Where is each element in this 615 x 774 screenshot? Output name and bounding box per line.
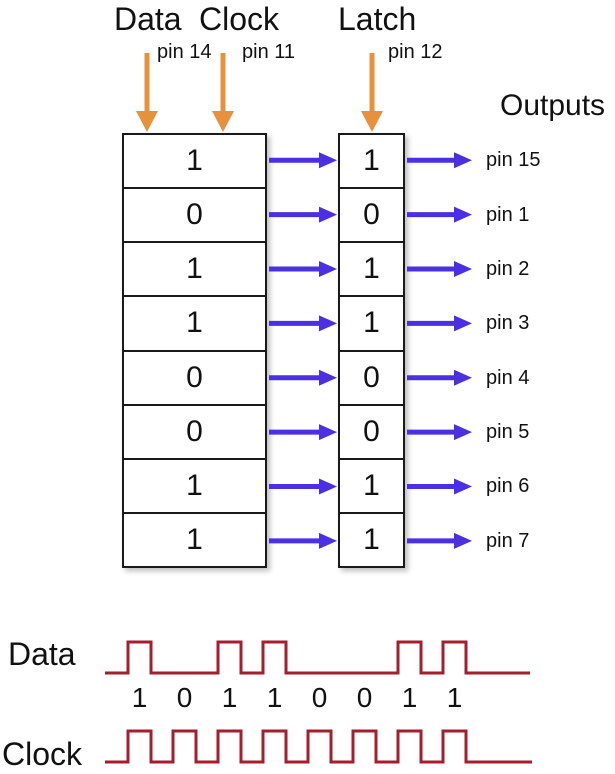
latch-to-output-arrow-head — [454, 532, 472, 549]
shift-to-latch-arrow-head — [319, 424, 337, 441]
clock-input-arrow-head — [212, 111, 234, 132]
bit-label: 0 — [176, 682, 193, 713]
shift-register-cell: 1 — [124, 459, 265, 514]
latch-to-output-arrow-head — [454, 260, 472, 277]
latch-to-output-arrow-head — [454, 152, 472, 169]
latch-register-cell: 0 — [340, 351, 403, 406]
shift-to-latch-arrow-head — [319, 152, 337, 169]
bit-label: 0 — [311, 682, 328, 713]
latch-pin-label: pin 12 — [388, 41, 443, 63]
shift-to-latch-arrow-head — [319, 315, 337, 332]
bit-label: 1 — [401, 682, 418, 713]
output-pin-label: pin 5 — [486, 421, 530, 444]
latch-input-arrow-head — [361, 111, 383, 132]
latch-signal-title: Latch — [338, 1, 417, 37]
output-pin-label: pin 1 — [486, 203, 530, 226]
shift-register-cell: 0 — [124, 351, 265, 406]
bit-label: 1 — [266, 682, 283, 713]
latch-to-output-arrow-head — [454, 315, 472, 332]
output-pin-label: pin 15 — [486, 149, 541, 172]
latch-register-cell: 1 — [340, 459, 403, 514]
output-pin-label: pin 2 — [486, 257, 530, 280]
data-pin-label: pin 14 — [157, 41, 212, 63]
latch-to-output-arrow-head — [454, 369, 472, 386]
shift-to-latch-arrow-head — [319, 478, 337, 495]
clock-signal-title: Clock — [199, 1, 280, 37]
shift-register-cell: 1 — [124, 513, 265, 566]
shift-register-cell: 1 — [124, 297, 265, 352]
bit-label: 1 — [131, 682, 148, 713]
outputs-title: Outputs — [500, 89, 606, 122]
data-input-arrow-head — [136, 111, 158, 132]
latch-to-output-arrow-head — [454, 206, 472, 223]
latch-register-cell: 1 — [340, 243, 403, 298]
clock-waveform — [105, 729, 532, 764]
latch-to-output-arrow-head — [454, 478, 472, 495]
latch-register-cell: 0 — [340, 189, 403, 244]
shift-register-cell: 0 — [124, 405, 265, 460]
bit-label: 1 — [446, 682, 463, 713]
shift-register-cell: 0 — [124, 189, 265, 244]
latch-to-output-arrow-head — [454, 424, 472, 441]
bit-label: 1 — [221, 682, 238, 713]
output-pin-label: pin 4 — [486, 366, 530, 389]
shift-to-latch-arrow-head — [319, 206, 337, 223]
bit-label: 0 — [356, 682, 373, 713]
data-signal-title: Data — [114, 1, 182, 37]
latch-register-cell: 0 — [340, 405, 403, 460]
latch-register-cell: 1 — [340, 297, 403, 352]
latch-register-cell: 1 — [340, 135, 403, 190]
output-pin-label: pin 3 — [486, 312, 530, 335]
data-waveform — [105, 640, 530, 675]
clock-pin-label: pin 11 — [242, 41, 296, 63]
clock-waveform-label: Clock — [2, 736, 83, 772]
output-pin-label: pin 7 — [486, 529, 530, 552]
latch-register-cell: 1 — [340, 513, 403, 566]
data-waveform-label: Data — [8, 636, 76, 672]
shift-to-latch-arrow-head — [319, 532, 337, 549]
shift-register-cell: 1 — [124, 135, 265, 190]
output-pin-label: pin 6 — [486, 475, 530, 498]
shift-to-latch-arrow-head — [319, 260, 337, 277]
shift-to-latch-arrow-head — [319, 369, 337, 386]
shift-register-cell: 1 — [124, 243, 265, 298]
